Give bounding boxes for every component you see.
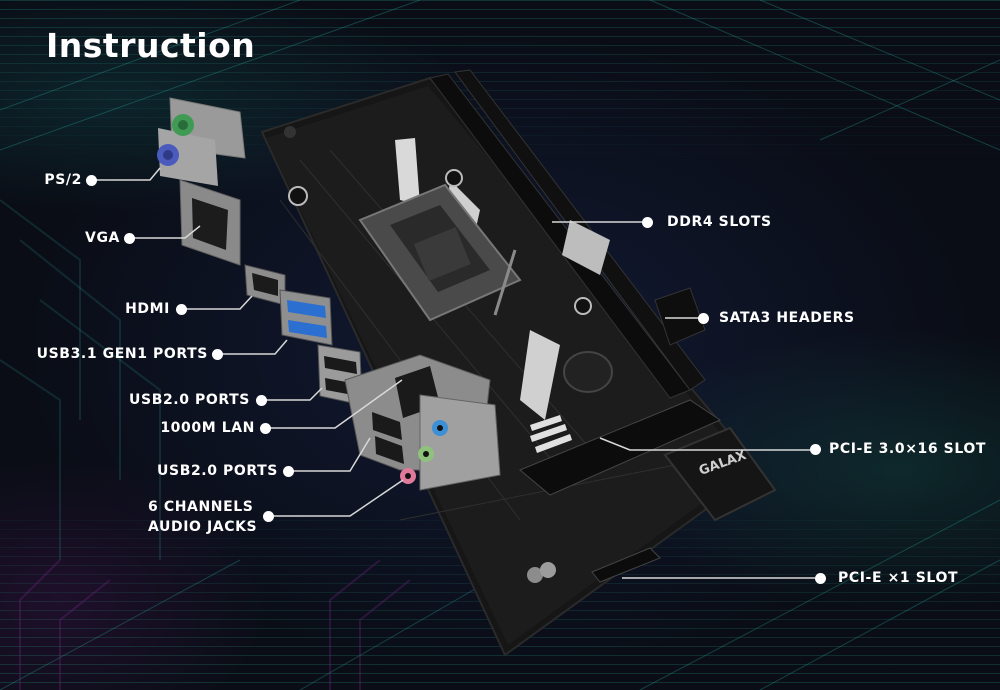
label-hdmi: HDMI	[125, 301, 170, 317]
label-ddr4-slots: DDR4 SLOTS	[667, 214, 772, 230]
dot-vga	[124, 233, 135, 244]
label-1000m-lan: 1000M LAN	[160, 420, 255, 436]
label-audio-line2: AUDIO JACKS	[148, 519, 258, 535]
label-ps2: PS/2	[44, 172, 82, 188]
label-usb20-ports-bottom: USB2.0 PORTS	[157, 463, 278, 479]
dot-audio	[263, 511, 274, 522]
label-usb31-gen1-ports: USB3.1 GEN1 PORTS	[36, 346, 208, 362]
dot-ddr4	[642, 217, 653, 228]
dot-pcie1	[815, 573, 826, 584]
dot-pcie16	[810, 444, 821, 455]
page-title: Instruction	[46, 26, 256, 65]
label-sata3-headers: SATA3 HEADERS	[719, 310, 855, 326]
dot-ps2	[86, 175, 97, 186]
label-vga: VGA	[85, 230, 120, 246]
dot-usb31	[212, 349, 223, 360]
dot-usb20-top	[256, 395, 267, 406]
dot-sata3	[698, 313, 709, 324]
dot-lan	[260, 423, 271, 434]
label-audio-line1: 6 CHANNELS	[148, 499, 254, 515]
label-pcie-x1-slot: PCI-E ×1 SLOT	[838, 570, 959, 586]
dot-hdmi	[176, 304, 187, 315]
label-pcie-x16-slot: PCI-E 3.0×16 SLOT	[829, 441, 987, 457]
dot-usb20-bottom	[283, 466, 294, 477]
label-usb20-ports-top: USB2.0 PORTS	[129, 392, 250, 408]
